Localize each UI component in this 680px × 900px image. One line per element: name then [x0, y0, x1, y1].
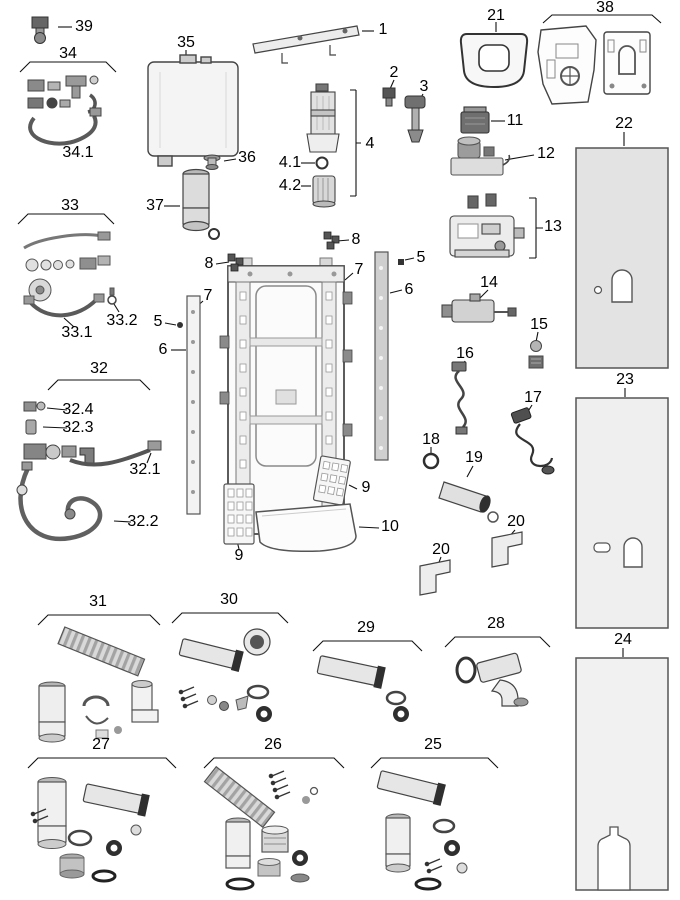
part-11-box — [460, 106, 490, 134]
part-31-connector-set — [38, 626, 159, 743]
part-4-flush-valve — [306, 83, 340, 208]
part-20-bracket-left — [419, 559, 451, 596]
part-29-pipe — [316, 655, 409, 722]
part-1-wall-bracket — [252, 25, 360, 64]
part-35-cistern — [147, 54, 239, 167]
part-4-2-basket — [312, 175, 336, 208]
part-30-pipe-set — [178, 628, 272, 722]
part-9-grid-right — [312, 455, 351, 506]
part-8-clips — [227, 231, 340, 272]
part-13-module — [449, 193, 525, 258]
part-14-actuator — [441, 293, 517, 323]
part-38-protection-boards — [537, 25, 651, 105]
part-34-supply-set — [27, 75, 102, 146]
part-3-fill-valve — [404, 95, 426, 143]
part-18-oring — [422, 452, 440, 470]
part-20-bracket-right — [491, 531, 523, 568]
part-5-screw-left — [177, 322, 183, 328]
part-5-screw-right — [398, 259, 404, 265]
part-4-1-seal — [315, 156, 329, 170]
part-24-panel — [575, 657, 669, 891]
part-25-pipe-set — [376, 770, 468, 891]
part-15-fitting — [528, 340, 544, 369]
part-21-mount-plate — [459, 33, 529, 89]
part-12-control-unit — [450, 136, 511, 176]
part-19-pipe — [438, 481, 499, 523]
group-brackets — [17, 14, 662, 769]
part-17-power-cord — [510, 407, 555, 475]
part-10-tray — [255, 503, 357, 553]
part-33-connection-set — [23, 231, 117, 318]
part-27-pipe-set — [30, 777, 150, 883]
part-9-grid-left — [223, 483, 255, 545]
part-22-panel — [575, 147, 669, 369]
part-39-angle-valve — [31, 16, 49, 44]
part-28-elbow-set — [455, 652, 529, 707]
part-36-cap — [203, 154, 221, 170]
part-37-flush-bend — [182, 168, 220, 240]
part-16-cable — [451, 361, 468, 435]
part-32-hose-set — [16, 401, 162, 542]
part-6-7-rails — [186, 251, 389, 515]
part-2-clip-valve — [382, 87, 396, 107]
part-26-pipe-set — [203, 765, 319, 891]
part-23-panel — [575, 397, 669, 629]
part-33-2 — [107, 295, 117, 305]
